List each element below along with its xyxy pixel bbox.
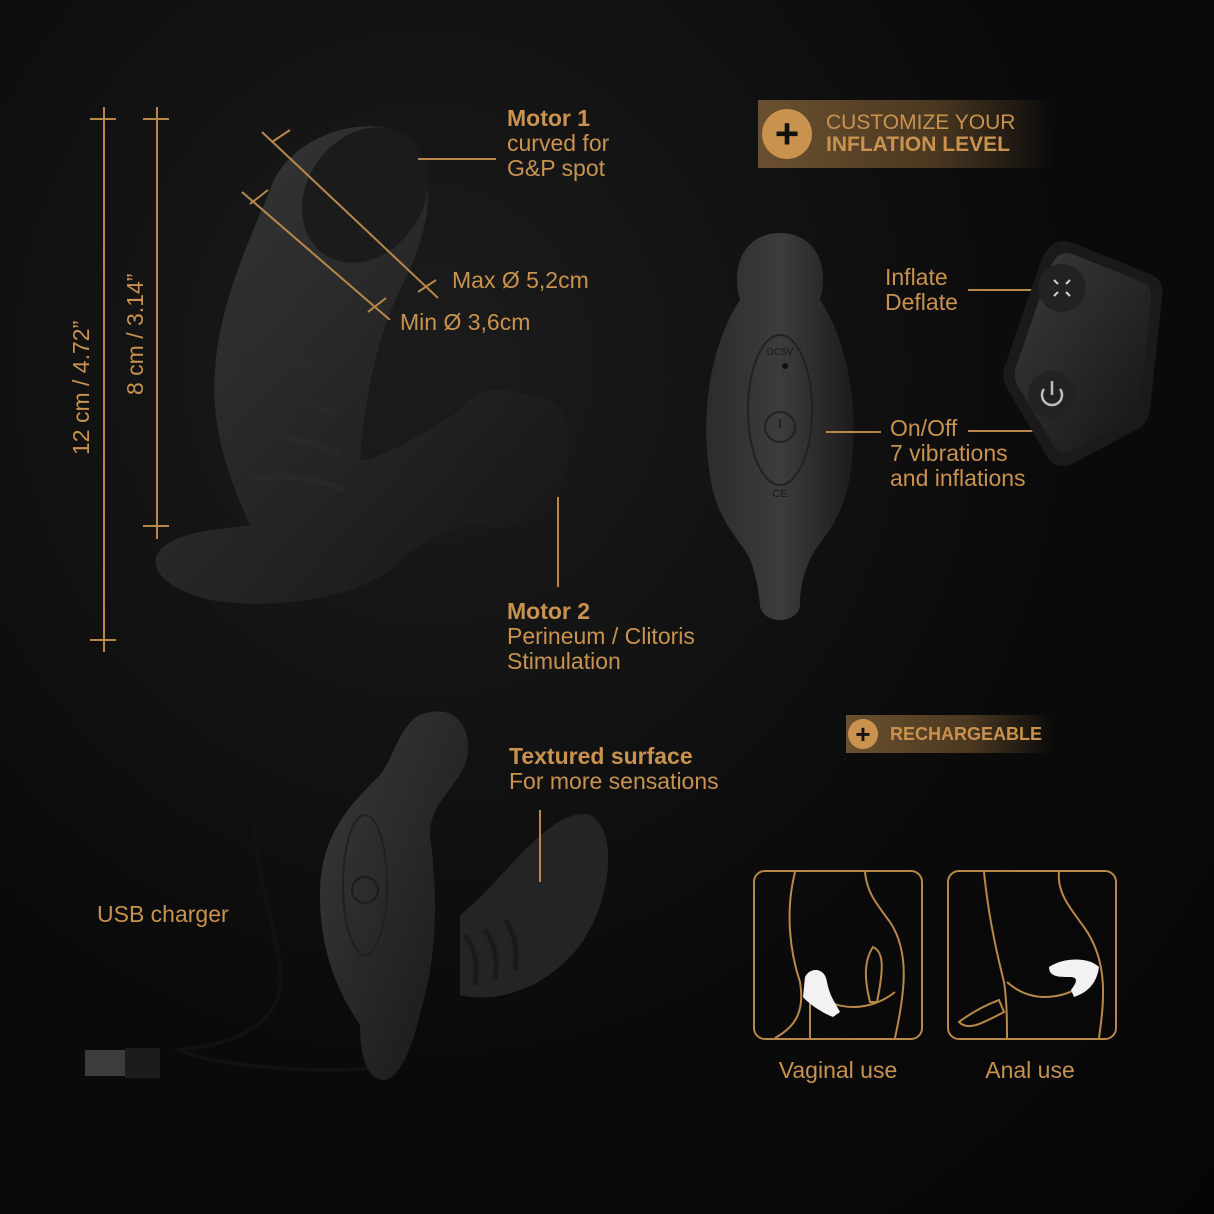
onoff-callout-line [826, 431, 881, 433]
motor1-line1: curved for [507, 130, 610, 156]
motor2-callout-line [557, 497, 559, 587]
rechargeable-label: RECHARGEABLE [890, 724, 1043, 744]
product-side-view [155, 126, 569, 604]
diameter-guides [241, 129, 439, 320]
plus-icon: + [848, 719, 878, 749]
remote-control [1003, 240, 1163, 466]
total-length-label: 12 cm / 4.72” [68, 320, 94, 455]
inflation-badge-line2: INFLATION LEVEL [826, 133, 1010, 156]
textured-title: Textured surface [509, 743, 693, 769]
vaginal-use-label: Vaginal use [778, 1057, 898, 1083]
onoff-line2: 7 vibrations [890, 440, 1008, 466]
power-button-icon[interactable] [1028, 371, 1076, 419]
rechargeable-badge: + RECHARGEABLE [846, 715, 1053, 753]
product-back-view: DC5V CE [706, 233, 854, 620]
onoff-line3: and inflations [890, 465, 1026, 491]
onoff-callout: On/Off 7 vibrations and inflations [890, 416, 1026, 491]
svg-text:CE: CE [772, 488, 787, 500]
usb-plug [85, 1050, 130, 1076]
onoff-remote-line-h [968, 430, 1063, 432]
inflation-level-badge: + CUSTOMIZE YOUR INFLATION LEVEL [758, 100, 1052, 168]
motor2-line2: Stimulation [507, 648, 621, 674]
plus-icon: + [762, 109, 812, 159]
textured-callout-line [539, 810, 541, 882]
motor1-title: Motor 1 [507, 105, 591, 131]
port-label: DC5V [767, 347, 794, 358]
inflate-callout: Inflate Deflate [885, 265, 958, 315]
onoff-line1: On/Off [890, 415, 958, 441]
usb-charger-label: USB charger [97, 901, 229, 927]
motor2-callout: Motor 2 Perineum / Clitoris Stimulation [507, 599, 695, 674]
vaginal-use-icon [774, 872, 905, 1038]
inflate-line2: Deflate [885, 289, 958, 315]
motor1-line2: G&P spot [507, 155, 606, 181]
usb-cable [172, 776, 381, 1072]
inflate-deflate-button-icon[interactable] [1038, 264, 1086, 312]
motor2-title: Motor 2 [507, 598, 591, 624]
motor2-line1: Perineum / Clitoris [507, 623, 695, 649]
product-with-usb-charger [85, 711, 609, 1080]
inflate-line1: Inflate [885, 264, 948, 290]
anal-use-diagram [947, 870, 1117, 1040]
textured-callout: Textured surface For more sensations [509, 744, 719, 794]
insertable-length-label: 8 cm / 3.14” [122, 273, 148, 395]
inflation-badge-line1: CUSTOMIZE YOUR [826, 111, 1016, 134]
min-diameter-label: Min Ø 3,6cm [400, 309, 531, 335]
vaginal-use-diagram [753, 870, 923, 1040]
motor1-callout-line [418, 158, 496, 160]
anal-use-icon [957, 872, 1105, 1038]
inflate-callout-line [968, 289, 1058, 291]
textured-line1: For more sensations [509, 768, 719, 794]
anal-use-label: Anal use [985, 1057, 1075, 1083]
motor1-callout: Motor 1 curved for G&P spot [507, 106, 609, 181]
max-diameter-label: Max Ø 5,2cm [452, 267, 589, 293]
